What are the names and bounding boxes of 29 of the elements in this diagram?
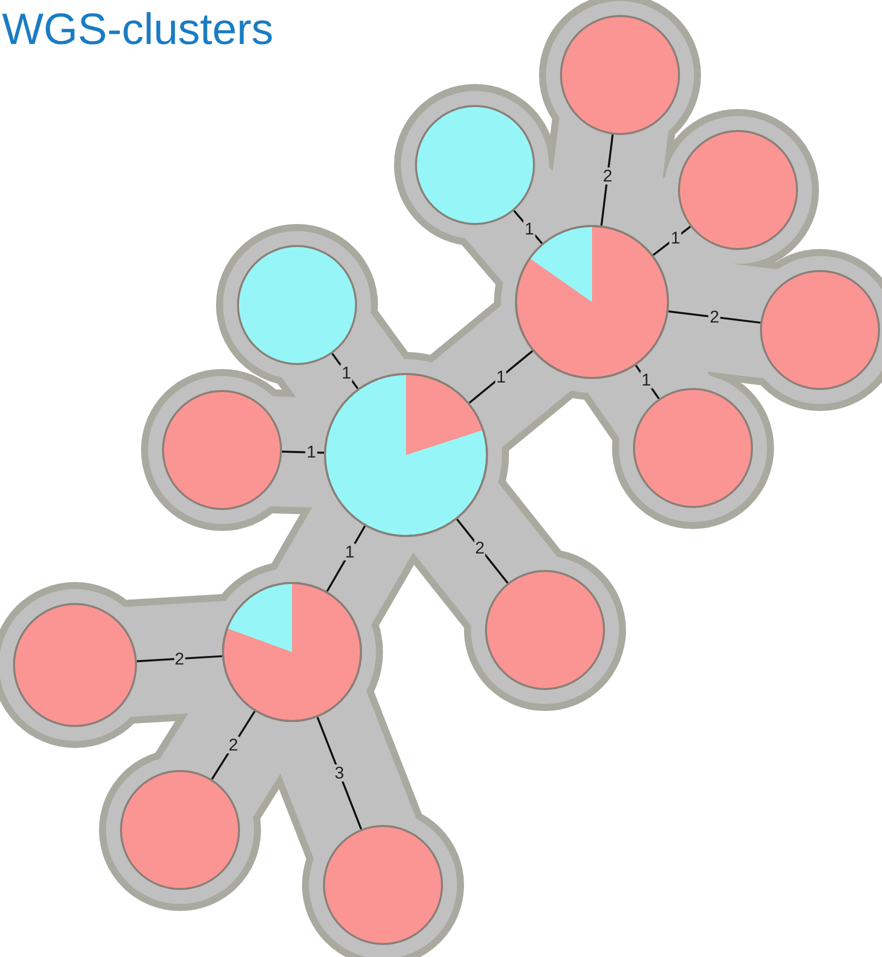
connector-line bbox=[652, 226, 691, 256]
edge-label: 2 bbox=[228, 736, 240, 754]
circle-node bbox=[560, 15, 680, 135]
circle-node bbox=[13, 603, 137, 727]
connector-line bbox=[136, 655, 222, 662]
edge-label: 3 bbox=[334, 764, 346, 782]
diagram-title: WGS-clusters bbox=[2, 6, 274, 54]
connector-line bbox=[668, 310, 761, 324]
connector-line bbox=[456, 518, 508, 584]
pie-chart-node bbox=[222, 582, 362, 722]
circle-node bbox=[162, 390, 282, 510]
edge-label: 1 bbox=[640, 372, 652, 389]
circle-node bbox=[120, 770, 240, 890]
edge-label: 1 bbox=[344, 544, 356, 561]
edge-label: 1 bbox=[670, 229, 682, 246]
connector-line bbox=[282, 450, 324, 454]
circle-node bbox=[678, 130, 798, 250]
circle-node bbox=[760, 270, 880, 390]
circle-node bbox=[633, 388, 753, 508]
circle-node bbox=[237, 245, 357, 365]
connector-line bbox=[316, 716, 362, 830]
connector-line bbox=[600, 134, 614, 226]
connector-line bbox=[468, 350, 534, 404]
edge-label: 1 bbox=[495, 368, 507, 386]
edge-label: 1 bbox=[340, 364, 352, 382]
edge-label: 2 bbox=[474, 539, 486, 556]
connector-line bbox=[326, 525, 366, 592]
circle-node bbox=[485, 570, 605, 690]
circle-node bbox=[323, 825, 443, 945]
